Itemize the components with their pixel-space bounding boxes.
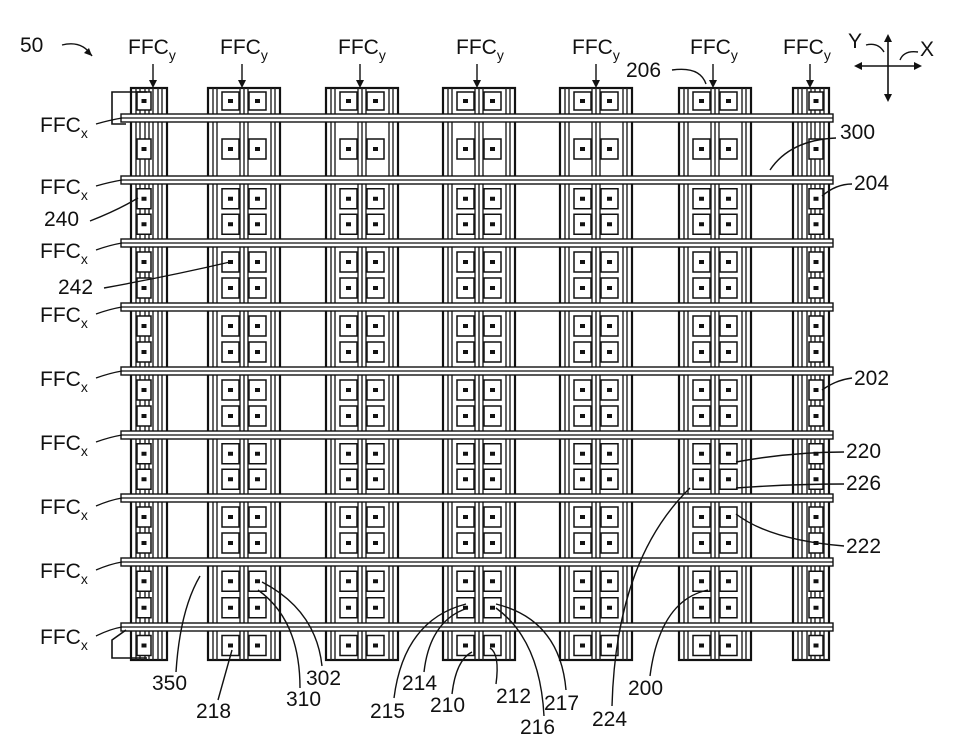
ref-label-222: 222 xyxy=(846,535,881,558)
ref-label-310: 310 xyxy=(286,688,321,711)
axis-y-label: Y xyxy=(848,30,862,53)
ffc-x-leader xyxy=(96,435,122,442)
ffc-y-label-4: FFCy xyxy=(456,36,504,63)
ffc-x-label-5: FFCx xyxy=(40,368,88,395)
ref-label-240: 240 xyxy=(44,208,79,231)
ffc-y-arrowhead xyxy=(238,80,246,88)
ref-label-210: 210 xyxy=(430,694,465,717)
ffc-x-label-8: FFCx xyxy=(40,560,88,587)
ffc-x-label-3: FFCx xyxy=(40,240,88,267)
ffc-y-label-6: FFCy xyxy=(690,36,738,63)
ffc-y-label-1: FFCy xyxy=(128,36,176,63)
ref-label-216: 216 xyxy=(520,716,555,739)
ref-label-215: 215 xyxy=(370,700,405,723)
ref-label-202: 202 xyxy=(854,367,889,390)
ref-label-218: 218 xyxy=(196,700,231,723)
ffc-x-leader xyxy=(96,243,122,250)
ref-label-224: 224 xyxy=(592,708,627,731)
ffc-x-label-1: FFCx xyxy=(40,114,88,141)
ffc-y-label-7: FFCy xyxy=(783,36,831,63)
sensor-grid xyxy=(112,88,833,660)
ref-label-214: 214 xyxy=(402,672,437,695)
ffc-y-label-3: FFCy xyxy=(338,36,386,63)
ref-label-300: 300 xyxy=(840,121,875,144)
ref-label-302: 302 xyxy=(306,667,341,690)
ref-label-217: 217 xyxy=(544,692,579,715)
ffc-x-label-9: FFCx xyxy=(40,626,88,653)
ref-label-206: 206 xyxy=(626,59,661,82)
ffc-y-arrowhead xyxy=(709,80,717,88)
ffc-x-label-6: FFCx xyxy=(40,432,88,459)
ref-label-242: 242 xyxy=(58,276,93,299)
ffc-x-label-7: FFCx xyxy=(40,496,88,523)
ffc-x-label-2: FFCx xyxy=(40,176,88,203)
ref-label-350: 350 xyxy=(152,672,187,695)
ref-label-212: 212 xyxy=(496,685,531,708)
ffc-x-leader xyxy=(96,180,122,186)
ffc-y-label-5: FFCy xyxy=(572,36,620,63)
axis-indicator xyxy=(854,34,922,102)
ref-label-204: 204 xyxy=(854,172,889,195)
ref-leader-206 xyxy=(672,69,706,84)
ffc-y-arrowhead xyxy=(356,80,364,88)
ffc-x-leader xyxy=(96,118,122,124)
ffc-y-arrowhead xyxy=(149,80,157,88)
ffc-x-leader xyxy=(96,562,122,570)
ffc-y-arrowhead xyxy=(806,80,814,88)
ref-label-200: 200 xyxy=(628,677,663,700)
ffc-x-leader xyxy=(96,371,122,378)
figure-ref-label: 50 xyxy=(20,34,43,57)
ffc-y-arrowhead xyxy=(473,80,481,88)
ffc-x-leader xyxy=(96,498,122,506)
ref-label-220: 220 xyxy=(846,440,881,463)
ffc-x-label-4: FFCx xyxy=(40,304,88,331)
ffc-y-label-2: FFCy xyxy=(220,36,268,63)
ffc-x-leader xyxy=(96,307,122,314)
axis-x-label: X xyxy=(920,38,934,61)
ref-label-226: 226 xyxy=(846,472,881,495)
ffc-y-arrowhead xyxy=(592,80,600,88)
ffc-x-leader xyxy=(96,627,122,636)
